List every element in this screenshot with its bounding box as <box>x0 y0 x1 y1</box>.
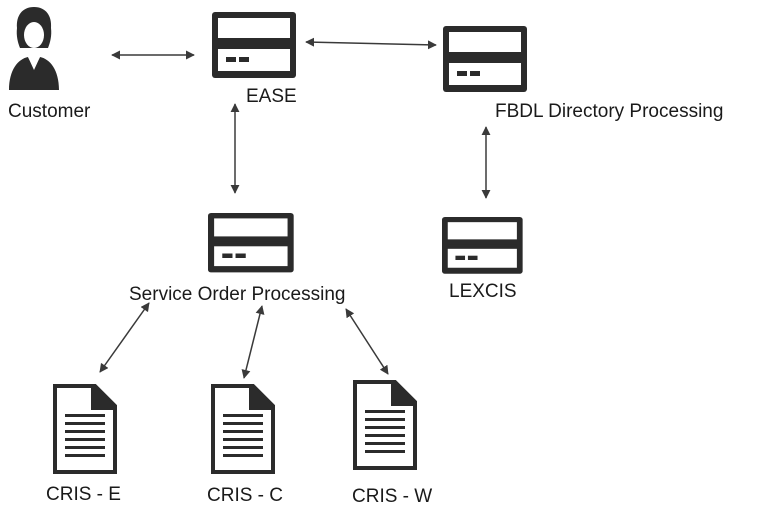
document-icon <box>211 384 275 474</box>
node-label-fbdl: FBDL Directory Processing <box>495 101 724 122</box>
document-icon <box>53 384 117 474</box>
node-label-cris-c: CRIS - C <box>207 485 283 506</box>
node-label-service-order: Service Order Processing <box>129 284 346 305</box>
node-label-customer: Customer <box>8 101 91 122</box>
server-icon <box>442 217 523 274</box>
connector-service-order-cris-e <box>99 302 150 373</box>
node-label-cris-e: CRIS - E <box>46 484 121 505</box>
server-icon <box>212 12 296 78</box>
node-label-cris-w: CRIS - W <box>352 486 433 507</box>
document-icon <box>353 380 417 470</box>
connector-ease-fbdl <box>305 37 437 50</box>
node-label-lexcis: LEXCIS <box>449 281 517 302</box>
node-label-ease: EASE <box>246 86 297 107</box>
server-icon <box>208 213 294 273</box>
connector-service-order-cris-c <box>241 305 265 379</box>
connector-service-order-cris-w <box>345 308 389 375</box>
person-icon <box>9 7 59 90</box>
server-icon <box>443 26 527 92</box>
